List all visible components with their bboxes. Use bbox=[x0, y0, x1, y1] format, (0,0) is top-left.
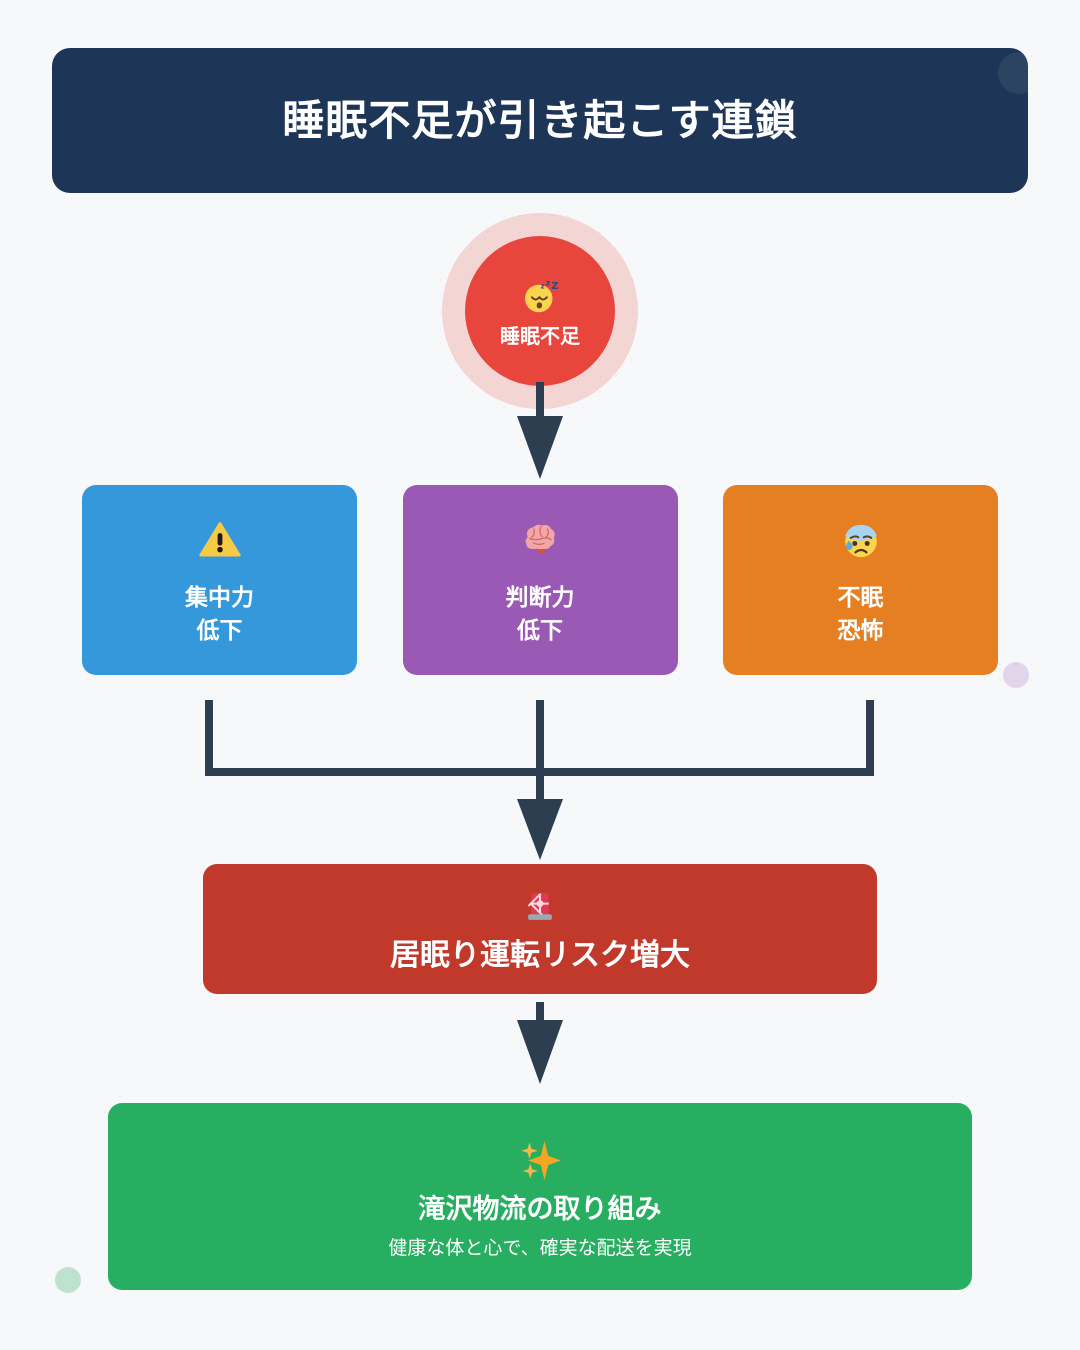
anxious-face-with-sweat-icon bbox=[839, 518, 883, 567]
header-accent-dot bbox=[998, 52, 1028, 94]
root-node-sleep-deprivation: z z Z 睡眠不足 bbox=[442, 213, 638, 409]
effect-label-line1: 判断力 bbox=[505, 583, 575, 610]
risk-box-label: 居眠り運転リスク増大 bbox=[390, 938, 690, 972]
effect-card-label: 集中力 低下 bbox=[185, 581, 254, 646]
solution-box-company-initiative[interactable]: 滝沢物流の取り組み 健康な体と心で、確実な配送を実現 bbox=[108, 1103, 972, 1290]
connector-risk-to-solution bbox=[517, 1002, 563, 1084]
brain-icon bbox=[518, 518, 562, 567]
solution-subtitle: 健康な体と心で、確実な配送を実現 bbox=[388, 1238, 692, 1259]
risk-box-drowsy-driving[interactable]: 居眠り運転リスク増大 bbox=[203, 864, 877, 994]
effect-label-line1: 集中力 bbox=[185, 583, 254, 610]
green-accent-dot bbox=[55, 1267, 81, 1293]
solution-title: 滝沢物流の取り組み bbox=[418, 1194, 662, 1224]
effect-card-label: 判断力 低下 bbox=[506, 581, 575, 646]
root-node-label: 睡眠不足 bbox=[500, 325, 580, 348]
root-node-core: z z Z 睡眠不足 bbox=[465, 236, 615, 386]
effect-label-line2: 低下 bbox=[517, 616, 563, 643]
svg-text:z: z bbox=[546, 277, 551, 287]
page-title: 睡眠不足が引き起こす連鎖 bbox=[282, 96, 798, 144]
effect-card-label: 不眠 恐怖 bbox=[838, 581, 884, 646]
effects-row: 集中力 低下 判断力 低下 bbox=[82, 485, 998, 675]
effect-card-insomnia-fear[interactable]: 不眠 恐怖 bbox=[723, 485, 998, 675]
effect-label-line1: 不眠 bbox=[837, 583, 884, 610]
effect-label-line2: 恐怖 bbox=[837, 616, 884, 643]
effect-label-line2: 低下 bbox=[196, 616, 243, 643]
effect-card-judgement[interactable]: 判断力 低下 bbox=[402, 485, 678, 675]
effect-card-concentration[interactable]: 集中力 低下 bbox=[82, 485, 357, 675]
police-car-light-icon bbox=[520, 888, 560, 933]
header-banner: 睡眠不足が引き起こす連鎖 bbox=[52, 48, 1028, 193]
svg-text:Z: Z bbox=[551, 281, 558, 292]
purple-accent-dot bbox=[1003, 662, 1029, 688]
svg-text:z: z bbox=[541, 282, 545, 290]
connector-effects-to-risk bbox=[205, 700, 874, 860]
warning-sign-icon bbox=[198, 518, 242, 567]
sparkles-icon bbox=[516, 1135, 564, 1188]
sleeping-face-icon: z z Z bbox=[520, 276, 560, 321]
